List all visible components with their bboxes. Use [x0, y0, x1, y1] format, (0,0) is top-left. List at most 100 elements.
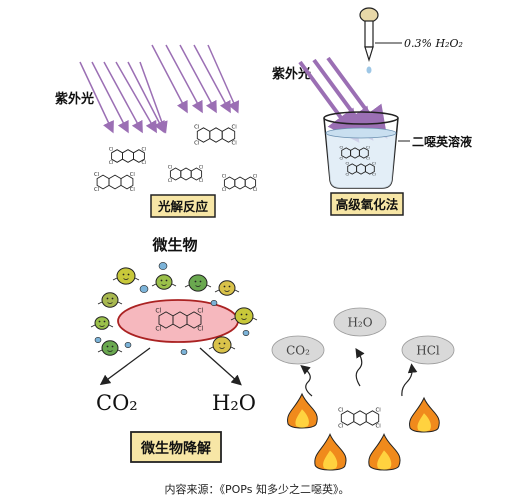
- chlorine-label: Cl: [168, 178, 172, 184]
- chlorine-label: Cl: [253, 174, 257, 180]
- chlorine-label: Cl: [231, 125, 236, 131]
- flame-icon: [368, 433, 401, 471]
- chlorine-label: Cl: [375, 423, 380, 429]
- microbe-icon: [97, 340, 123, 356]
- microbe-dot: [139, 285, 149, 293]
- chlorine-label: Cl: [345, 172, 349, 177]
- photolysis-label-box: [150, 194, 216, 218]
- chlorine-label: Cl: [375, 408, 380, 414]
- chlorine-label: Cl: [155, 326, 161, 333]
- photolysis-label: 光解反应: [157, 199, 209, 214]
- chlorine-label: Cl: [194, 140, 199, 146]
- chlorine-label: Cl: [130, 187, 135, 193]
- microbe-dot: [180, 348, 188, 355]
- beaker-icon: [323, 111, 410, 189]
- gas-bubble: H₂O: [333, 307, 387, 337]
- uv-ray: [193, 44, 231, 114]
- rising-arrow: [300, 365, 313, 397]
- chlorine-label: Cl: [197, 308, 203, 315]
- microbe-dot: [242, 329, 250, 336]
- gas-bubble: CO₂: [271, 335, 325, 365]
- microbe-dot: [94, 336, 102, 343]
- microbe-title: 微生物: [151, 236, 197, 254]
- rising-arrow: [401, 363, 418, 397]
- microbe-icon: [214, 280, 240, 296]
- oxidation-label: 高级氧化法: [336, 197, 399, 212]
- uv-rays-oxidation: [298, 56, 388, 143]
- chlorine-label: Cl: [372, 160, 376, 165]
- microbe-icon: [112, 267, 140, 285]
- chlorine-label: Cl: [109, 160, 114, 166]
- reagent-label: 0.3% H₂O₂: [404, 37, 463, 50]
- microbe-dot: [124, 341, 132, 348]
- flames: [287, 392, 440, 471]
- gas-label: HCl: [416, 344, 440, 358]
- chlorine-label: Cl: [253, 187, 257, 193]
- microbe-dot: [158, 262, 168, 270]
- microbe-center-ellipse: [117, 299, 239, 343]
- chlorine-label: Cl: [339, 144, 343, 149]
- chlorine-label: Cl: [338, 423, 343, 429]
- chlorine-label: Cl: [142, 146, 147, 152]
- chlorine-label: Cl: [338, 408, 343, 414]
- microbe-icon: [151, 274, 177, 290]
- chlorine-label: Cl: [142, 160, 147, 166]
- rising-arrow: [355, 347, 365, 387]
- chlorine-label: Cl: [155, 308, 161, 315]
- solution-label: 二噁英溶液: [412, 134, 472, 149]
- chlorine-label: Cl: [339, 156, 343, 161]
- chlorine-label: Cl: [372, 172, 376, 177]
- uv-ray: [165, 44, 203, 114]
- uv-label-photolysis: 紫外光: [55, 91, 94, 107]
- chlorine-label: Cl: [94, 172, 99, 178]
- uv-ray: [179, 44, 217, 114]
- microbe-dot: [210, 299, 218, 306]
- uv-ray: [115, 61, 157, 134]
- uv-ray: [79, 61, 114, 134]
- drop-icon: [366, 66, 372, 74]
- microbe-icon: [97, 292, 123, 308]
- uv-rays-photolysis: [79, 44, 240, 134]
- uv-ray: [326, 56, 388, 139]
- microbe-swarm: [90, 262, 258, 356]
- chlorine-label: Cl: [231, 140, 236, 146]
- rising-squiggles: [300, 347, 418, 397]
- microbe-icon: [184, 274, 212, 292]
- chlorine-label: Cl: [366, 144, 370, 149]
- oxidation-label-box: [330, 192, 404, 216]
- chlorine-label: Cl: [222, 174, 226, 180]
- chlorine-label: Cl: [345, 160, 349, 165]
- flame-icon: [409, 396, 440, 433]
- microbe-icon: [208, 336, 236, 354]
- uv-ray: [103, 61, 143, 134]
- chlorine-label: Cl: [168, 165, 172, 171]
- chlorine-label: Cl: [94, 187, 99, 193]
- microbe-icon: [230, 307, 258, 325]
- uv-ray: [91, 61, 129, 134]
- chlorine-label: Cl: [222, 187, 226, 193]
- microbial-label-box: [130, 431, 222, 463]
- chlorine-label: Cl: [199, 178, 203, 184]
- uv-ray: [151, 44, 188, 114]
- chlorine-label: Cl: [366, 156, 370, 161]
- chlorine-label: Cl: [194, 125, 199, 131]
- source-caption: 内容来源：《POPs 知多少之二噁英》。: [164, 483, 350, 496]
- dropper-icon: [359, 7, 402, 74]
- flame-icon: [314, 433, 347, 471]
- gas-bubbles: CO₂ H₂O HCl: [271, 307, 455, 365]
